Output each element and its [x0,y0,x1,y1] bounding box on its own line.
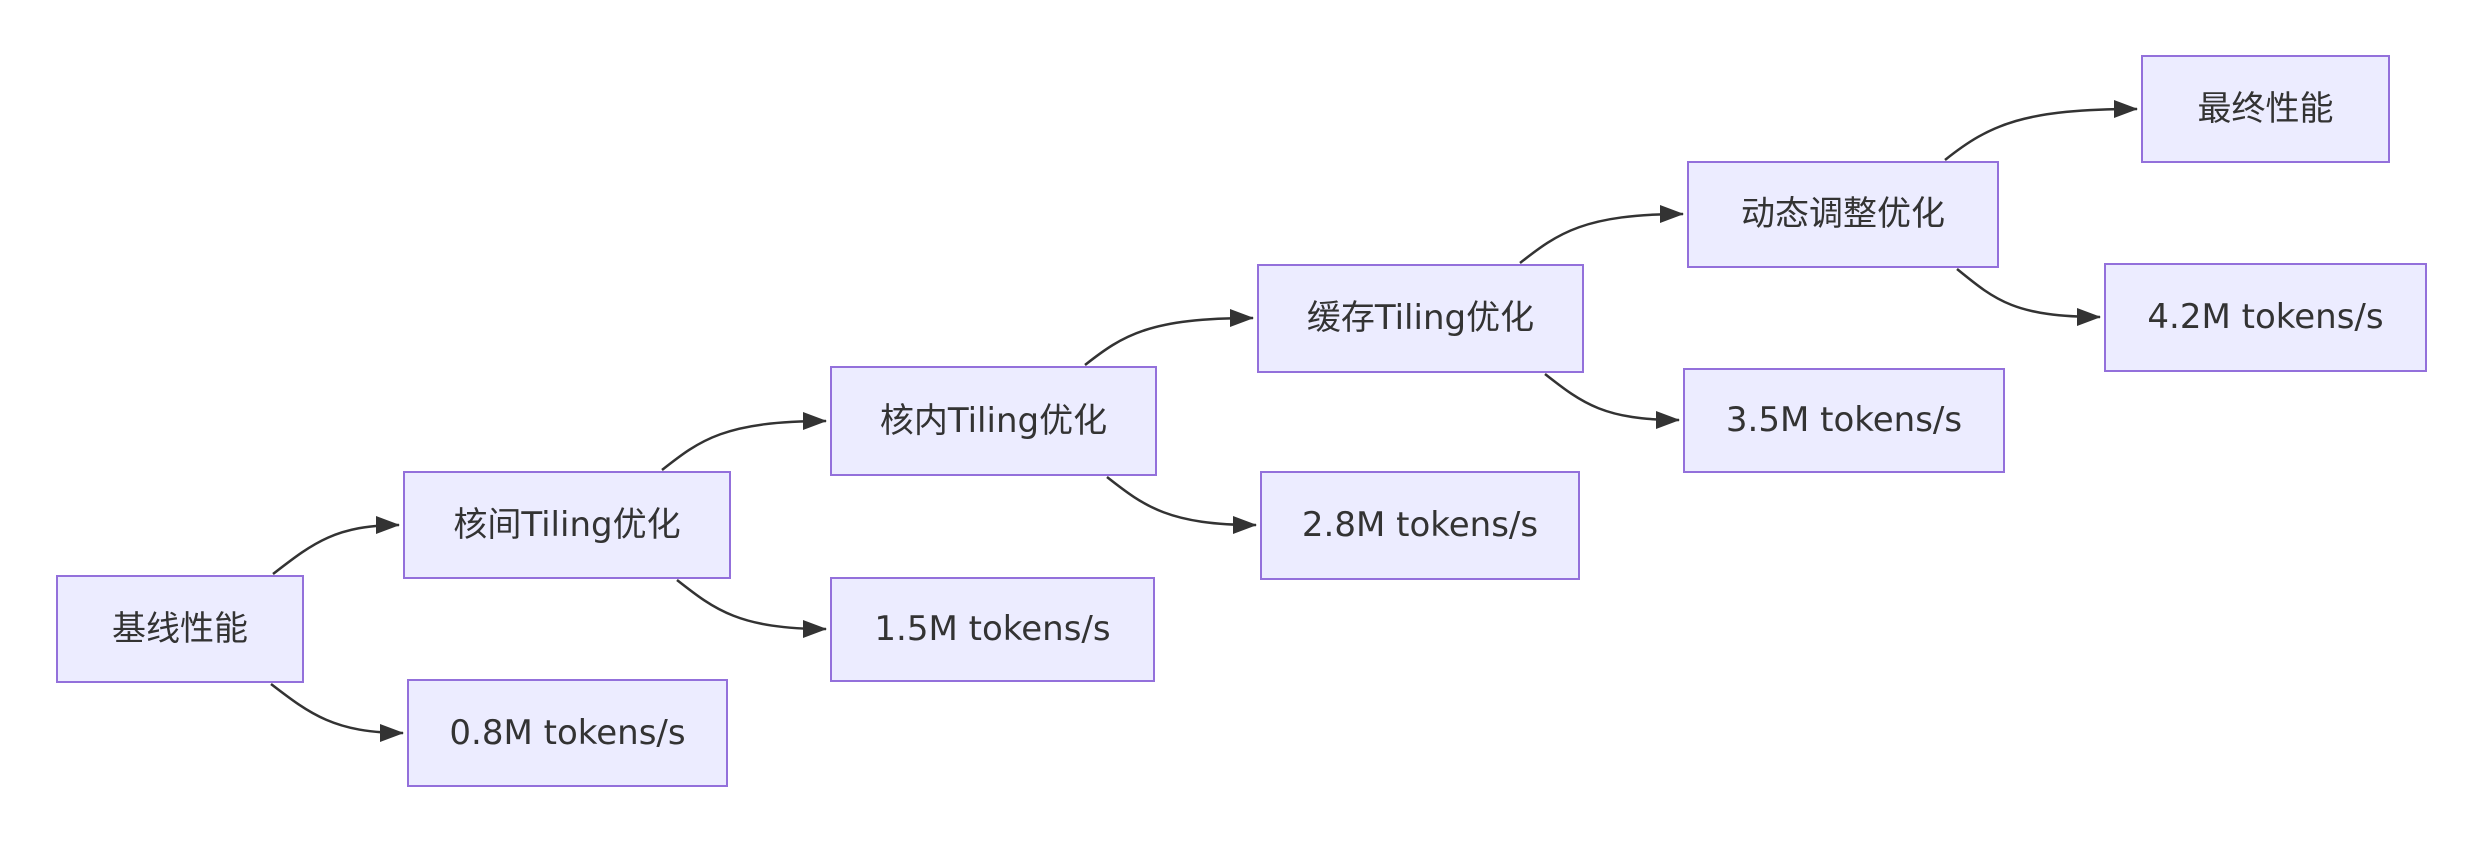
node-final-performance: 最终性能 [2141,55,2390,163]
node-dynamic-adjustment-label: 动态调整优化 [1741,194,1945,235]
node-inter-core-result-label: 1.5M tokens/s [874,609,1111,650]
edge-inter-core-to-inter-core-result [676,579,827,638]
node-baseline-result-label: 0.8M tokens/s [449,712,686,753]
node-cache-tiling-label: 缓存Tiling优化 [1306,298,1535,339]
node-cache-result-label: 3.5M tokens/s [1725,400,1963,441]
edge-baseline-to-inter-core [272,516,400,575]
node-dynamic-result: 4.2M tokens/s [2104,263,2427,372]
edge-intra-core-to-cache [1084,309,1254,366]
node-inter-core-result: 1.5M tokens/s [830,577,1155,682]
edge-intra-core-to-intra-core-result [1106,476,1257,534]
node-inter-core-tiling-label: 核间Tiling优化 [453,504,681,545]
node-intra-core-tiling-label: 核内Tiling优化 [879,400,1108,441]
node-cache-tiling: 缓存Tiling优化 [1257,264,1584,373]
node-baseline-label: 基线性能 [112,608,248,649]
edge-cache-to-dynamic [1519,205,1684,264]
edge-dynamic-to-final [1944,100,2138,161]
node-inter-core-tiling: 核间Tiling优化 [403,471,731,579]
node-baseline-result: 0.8M tokens/s [407,679,728,787]
node-intra-core-result: 2.8M tokens/s [1260,471,1580,580]
node-dynamic-adjustment: 动态调整优化 [1687,161,1999,268]
node-dynamic-result-label: 4.2M tokens/s [2147,297,2384,338]
edge-baseline-to-baseline-result [270,683,404,742]
edge-inter-core-to-intra-core [661,412,827,471]
node-baseline: 基线性能 [56,575,304,683]
node-cache-result: 3.5M tokens/s [1683,368,2005,473]
node-intra-core-result-label: 2.8M tokens/s [1301,505,1539,546]
edge-cache-to-cache-result [1544,373,1680,429]
edge-dynamic-to-dynamic-result [1956,268,2101,326]
node-intra-core-tiling: 核内Tiling优化 [830,366,1157,476]
node-final-performance-label: 最终性能 [2197,88,2334,129]
